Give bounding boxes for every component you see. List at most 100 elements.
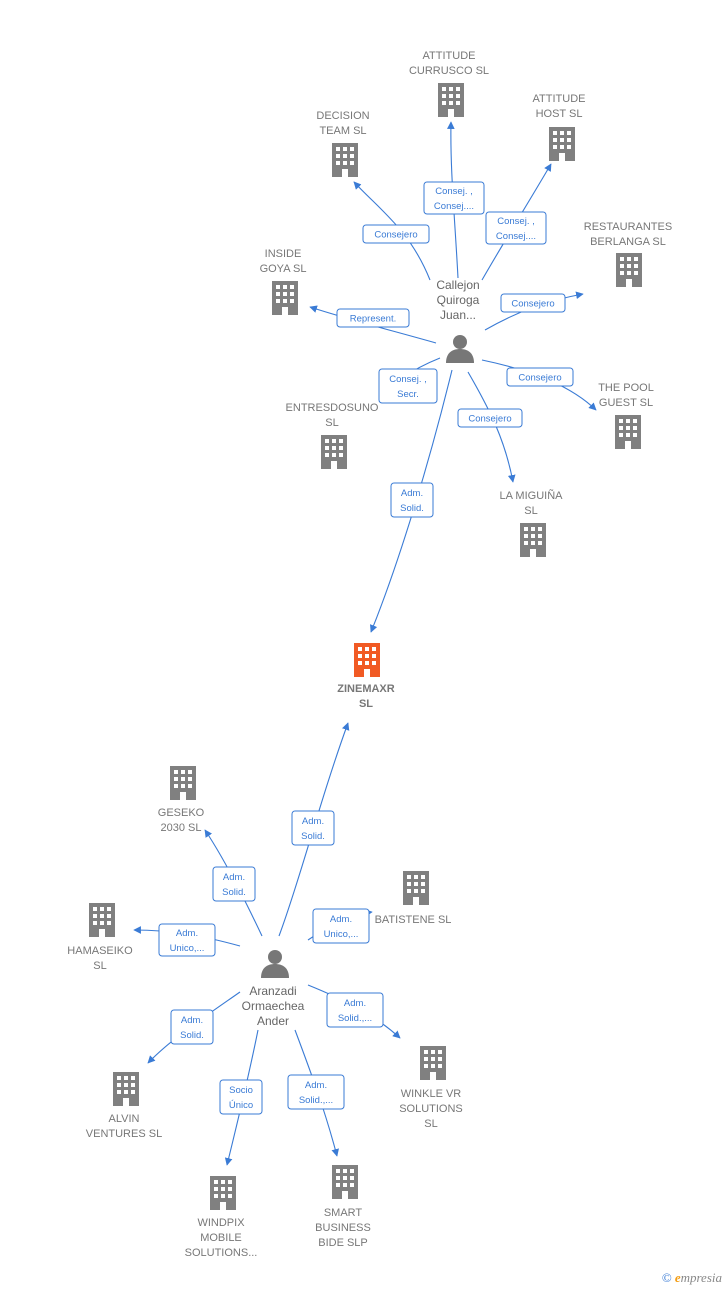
- node-label: MOBILE: [200, 1232, 242, 1244]
- building-icon: [549, 127, 575, 161]
- edge-label-text: Adm.: [401, 488, 423, 499]
- edge-label-box[interactable]: [485, 211, 547, 245]
- node-label: BUSINESS: [315, 1222, 371, 1234]
- focus-building-icon: [354, 643, 380, 677]
- edge-label-text: Solid.,...: [299, 1095, 333, 1106]
- edge-label-text: Unico,...: [170, 943, 205, 954]
- node-label: Ander: [257, 1014, 289, 1028]
- node-label: SMART: [324, 1207, 363, 1219]
- node-label: Juan...: [440, 308, 476, 322]
- node-batistene[interactable]: BATISTENE SL: [375, 871, 452, 926]
- building-icon: [332, 1165, 358, 1199]
- node-label: DECISION: [316, 110, 369, 122]
- node-label: SL: [325, 417, 338, 429]
- edge-label-box[interactable]: [312, 908, 370, 944]
- edge-label-text: Solid.: [400, 503, 424, 514]
- edge-aranzadi-to-hamaseiko: Adm.Unico,...: [133, 923, 241, 957]
- person-icon: [261, 950, 289, 978]
- edges-layer: Consej. , Consej.... Consejero Consej. , Con…: [133, 121, 597, 1166]
- edge-label-text: Único: [229, 1100, 253, 1111]
- edge-label-box[interactable]: [423, 181, 485, 215]
- building-icon: [89, 903, 115, 937]
- edge-aranzadi-to-batistene: Adm.Unico,...: [307, 908, 373, 944]
- node-label: CURRUSCO SL: [409, 65, 489, 77]
- edge-label-text: Consej....: [496, 231, 536, 242]
- edge-label-box[interactable]: [326, 992, 384, 1028]
- edge-callejon-to-zinemaxr: Adm. Solid.: [370, 369, 453, 633]
- edge-callejon-to-restaurantes_berlanga: Consejero: [484, 291, 584, 331]
- edge-label-box[interactable]: [158, 923, 216, 957]
- node-smart-business[interactable]: SMART BUSINESS BIDE SLP: [315, 1165, 371, 1249]
- edge-label-box[interactable]: [457, 408, 523, 428]
- edge-label-text: Socio: [229, 1085, 253, 1096]
- edge-callejon-to-entresdosuno: Consej. ,Secr.: [378, 357, 441, 404]
- edge-label-text: Solid.: [180, 1030, 204, 1041]
- edge-label-text: Consejero: [511, 299, 554, 310]
- node-label: HOST SL: [536, 108, 583, 120]
- edge-label-box[interactable]: [500, 293, 566, 313]
- edge-callejon-to-attitude_host: Consej. , Consej....: [481, 163, 552, 281]
- node-label: GUEST SL: [599, 397, 653, 409]
- node-label: GESEKO: [158, 807, 205, 819]
- node-label: ALVIN: [109, 1113, 140, 1125]
- building-icon: [210, 1176, 236, 1210]
- building-icon: [438, 83, 464, 117]
- edge-label-box[interactable]: [291, 810, 335, 846]
- building-icon: [332, 143, 358, 177]
- building-icon: [170, 766, 196, 800]
- edge-label-text: Secr.: [397, 389, 419, 400]
- building-icon: [520, 523, 546, 557]
- edge-label-box[interactable]: [362, 224, 430, 244]
- edge-label-text: Consej. ,: [497, 216, 535, 227]
- node-label: BIDE SLP: [318, 1237, 368, 1249]
- edge-label-box[interactable]: [219, 1079, 263, 1115]
- edge-label-text: Unico,...: [324, 929, 359, 940]
- node-label: SL: [93, 960, 106, 972]
- node-the-pool-guest[interactable]: THE POOL GUEST SL: [598, 382, 654, 449]
- node-hamaseiko[interactable]: HAMASEIKO SL: [67, 903, 133, 972]
- node-label: VENTURES SL: [86, 1128, 162, 1140]
- edge-label-text: Consej....: [434, 201, 474, 212]
- building-icon: [616, 253, 642, 287]
- node-label: GOYA SL: [260, 263, 307, 275]
- node-label: Quiroga: [437, 293, 480, 307]
- copyright-icon: ©: [661, 1270, 672, 1285]
- node-label: BERLANGA SL: [590, 236, 666, 248]
- node-label: SOLUTIONS...: [185, 1247, 258, 1259]
- edge-label-text: Adm.: [302, 816, 324, 827]
- edge-label-box[interactable]: [212, 866, 256, 902]
- node-label: SL: [424, 1118, 437, 1130]
- node-alvin-ventures[interactable]: ALVIN VENTURES SL: [86, 1072, 162, 1140]
- edge-aranzadi-to-alvin_ventures: Adm.Solid.: [147, 991, 241, 1064]
- edge-label-box[interactable]: [287, 1074, 345, 1110]
- person-icon: [446, 335, 474, 363]
- edge-label-text: Adm.: [305, 1080, 327, 1091]
- edge-label-box[interactable]: [378, 368, 438, 404]
- node-label: Aranzadi: [249, 984, 296, 998]
- edge-aranzadi-to-winkle_vr: Adm.Solid.,...: [307, 984, 401, 1039]
- node-callejon[interactable]: CallejonQuirogaJuan...: [436, 278, 480, 363]
- node-windpix[interactable]: WINDPIXMOBILESOLUTIONS...: [185, 1176, 258, 1259]
- edge-callejon-to-inside_goya: Represent.: [309, 305, 437, 344]
- edge-label-box[interactable]: [170, 1009, 214, 1045]
- edge-label-text: Solid.: [222, 887, 246, 898]
- node-label: HAMASEIKO: [67, 945, 133, 957]
- edge-label-box[interactable]: [506, 367, 574, 387]
- edge-label-box[interactable]: [390, 482, 434, 518]
- node-label: SL: [359, 698, 373, 710]
- node-label: THE POOL: [598, 382, 654, 394]
- edge-label-box[interactable]: [336, 308, 410, 328]
